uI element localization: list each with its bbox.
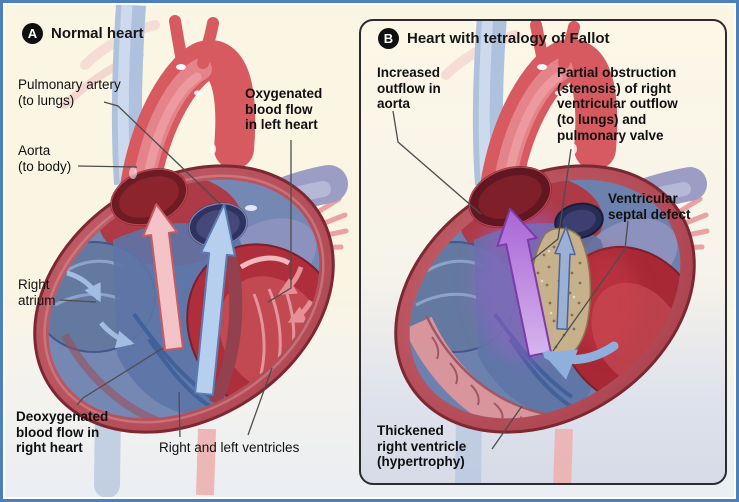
label-ventricular-septal-defect: Ventricular septal defect [608,191,691,222]
label-increased-outflow: Increased outflow in aorta [377,65,441,112]
label-ventricles: Right and left ventricles [159,440,300,455]
atrium-flow-arrow [66,270,102,303]
leader-ventricles-left [178,391,181,438]
panel-b-title: Heart with tetralogy of Fallot [407,30,610,47]
label-deoxygenated-flow: Deoxygenated blood flow in right heart [16,409,109,456]
leader-increased-outflow [392,110,482,215]
label-pulmonary-artery: Pulmonary artery (to lungs) [18,77,121,108]
normal-heart-illustration [5,5,357,497]
panel-a-header: A Normal heart [22,23,144,44]
label-aorta: Aorta (to body) [18,143,72,174]
left-heart-flow-arrow [277,266,304,296]
aorta [119,15,256,214]
figure-canvas: A Normal heart Pulmonary artery (to lung… [5,5,734,497]
leader-vsd [552,220,629,352]
leader-thickened-ventricle [491,405,523,450]
leader-pulmonary-artery [103,101,221,205]
highlights [537,64,577,154]
label-right-atrium: Right atrium [18,277,56,308]
panel-b-badge: B [378,28,399,49]
aortic-valve-opening [110,168,188,226]
tetralogy-heart-illustration [366,21,725,483]
panel-normal-heart: A Normal heart Pulmonary artery (to lung… [5,5,357,497]
mixed-blood-arrow [496,207,552,358]
aortic-valve-opening [468,166,552,228]
panel-b-leader-lines [392,110,629,450]
leader-deoxygenated [76,347,164,406]
label-partial-obstruction: Partial obstruction (stenosis) of right … [557,65,678,143]
panel-a-title: Normal heart [51,25,144,42]
highlights [129,64,257,211]
panel-b-header: B Heart with tetralogy of Fallot [378,28,610,49]
label-oxygenated-flow: Oxygenated blood flow in left heart [245,86,323,133]
panel-a-badge: A [22,23,43,44]
deoxygenated-flow-arrow [194,203,236,396]
aorta [479,21,618,215]
oxygenated-flow-arrow [142,203,184,352]
panel-tetralogy-of-fallot: B Heart with tetralogy of Fallot Increas… [359,19,727,485]
panel-a-leader-lines [59,101,292,438]
leader-aorta [77,165,138,168]
vsd-flow-arrow [541,341,619,380]
restricted-pulmonary-flow-arrow [554,226,576,330]
leader-ventricles-right [247,367,273,436]
leader-oxygenated [267,140,292,303]
label-thickened-ventricle: Thickened right ventricle (hypertrophy) [377,423,467,470]
leader-right-atrium [59,299,97,303]
leader-partial-obstruction [530,148,572,262]
